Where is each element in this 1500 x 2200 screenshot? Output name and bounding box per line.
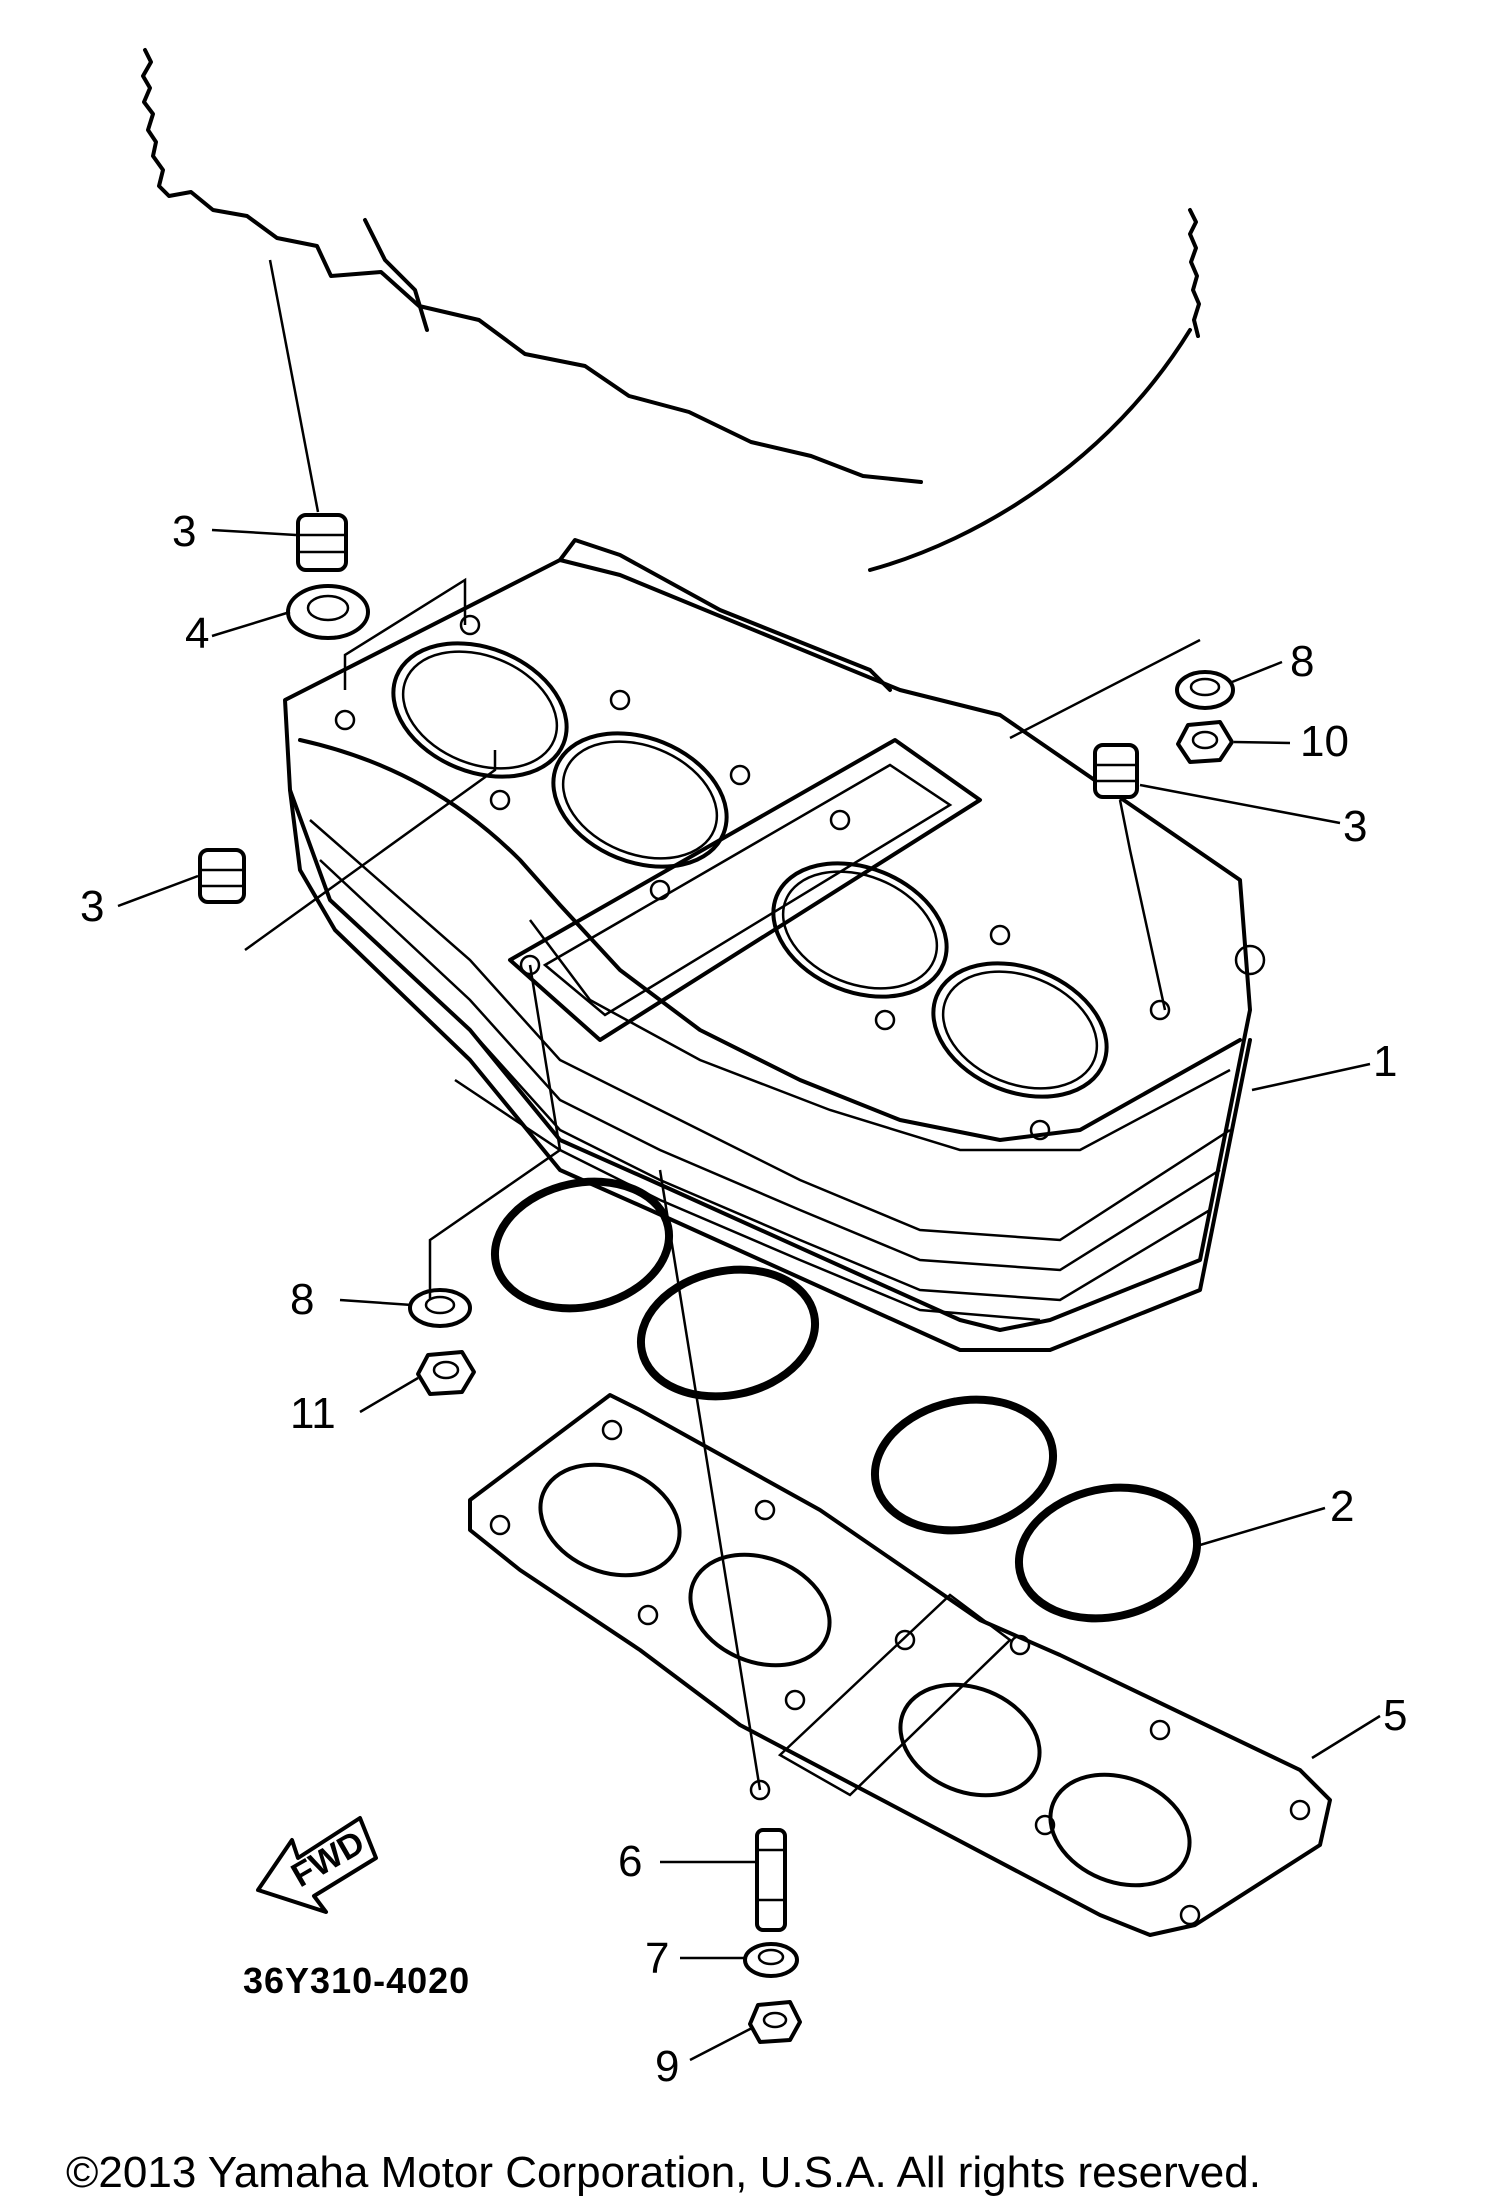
part-code: 36Y310-4020 (243, 1960, 471, 2001)
washer-8a (1175, 670, 1235, 710)
callout-6: 6 (618, 1837, 643, 1886)
o-rings (490, 1177, 1202, 1623)
nut-11 (416, 1350, 476, 1396)
callout-10: 10 (1300, 717, 1349, 766)
copyright-notice: ©2013 Yamaha Motor Corporation, U.S.A. A… (66, 2148, 1261, 2197)
nut-9 (748, 2000, 802, 2044)
callout-8: 8 (1290, 637, 1315, 686)
callout-4: 4 (185, 609, 210, 658)
callout-11: 11 (290, 1389, 336, 1438)
alignment-lines (244, 259, 1201, 1791)
callout-2: 2 (1330, 1482, 1355, 1531)
callout-9: 9 (655, 2042, 680, 2091)
callout-3: 3 (80, 882, 105, 931)
o-ring-4 (286, 584, 370, 640)
dowel-pin-3a (296, 513, 348, 572)
callout-3: 3 (172, 507, 197, 556)
nut-10 (1176, 720, 1234, 764)
callout-7: 7 (645, 1934, 670, 1983)
callout-5: 5 (1383, 1691, 1408, 1740)
callout-8: 8 (290, 1275, 315, 1324)
cylinder-block (283, 538, 1266, 1352)
dowel-pin-3c (1093, 743, 1139, 799)
stud-bolt-6 (755, 1828, 787, 1932)
fwd-arrow: FWD (256, 1816, 378, 1914)
callout-3: 3 (1343, 802, 1368, 851)
washer-7 (743, 1942, 799, 1978)
callout-1: 1 (1373, 1037, 1398, 1086)
crankcase-outline (141, 48, 1201, 572)
cylinder-gasket (468, 1393, 1332, 1937)
leader-lines (117, 528, 1381, 2062)
washer-8b (408, 1288, 472, 1328)
dowel-pin-3b (198, 848, 246, 904)
